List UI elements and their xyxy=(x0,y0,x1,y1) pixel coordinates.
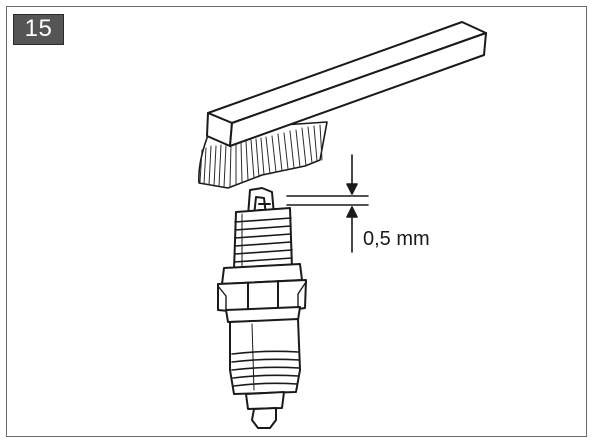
gap-measurement-label: 0,5 mm xyxy=(363,228,430,250)
brush-icon xyxy=(198,21,487,189)
spark-plug-icon xyxy=(217,187,307,429)
gap-dimension xyxy=(286,154,369,253)
step-number-badge: 15 xyxy=(13,14,64,45)
